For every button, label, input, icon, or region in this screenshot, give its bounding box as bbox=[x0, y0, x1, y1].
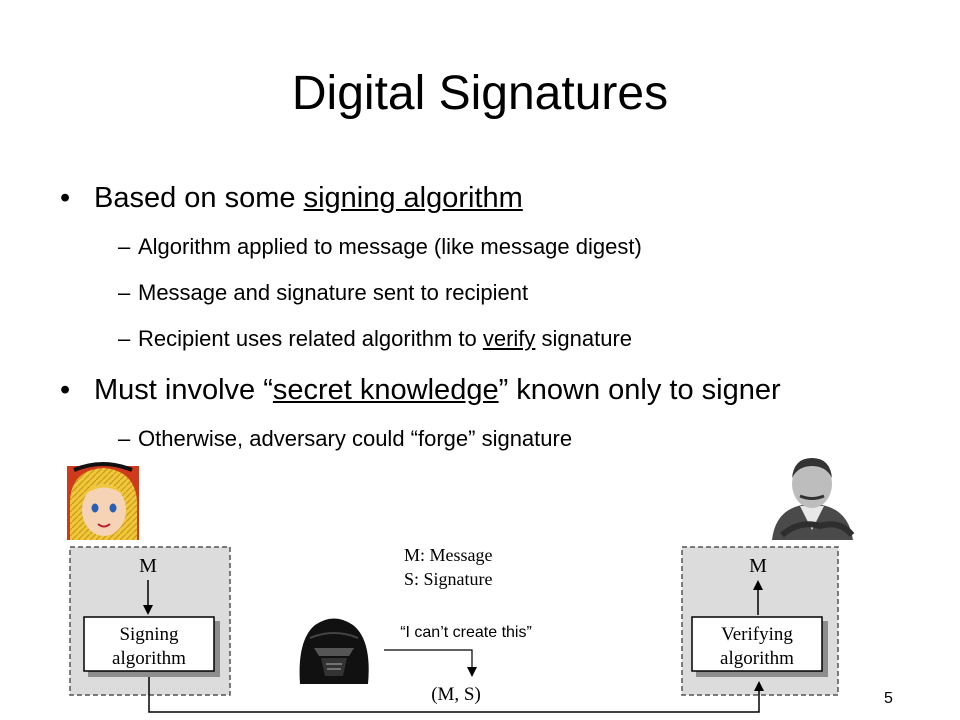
sub3-after: signature bbox=[535, 326, 633, 351]
subbullet-dash: – bbox=[118, 426, 131, 451]
legend-message: M: Message bbox=[404, 545, 493, 565]
bullet-dot: • bbox=[60, 182, 71, 214]
signing-line2: algorithm bbox=[112, 648, 186, 669]
quote-pointer-arrow bbox=[384, 649, 477, 677]
page-number: 5 bbox=[884, 690, 893, 707]
left-m-label: M bbox=[139, 555, 157, 577]
bullet-dot: • bbox=[60, 374, 71, 406]
legend-signature: S: Signature bbox=[404, 569, 493, 589]
subbullet-dash: – bbox=[118, 234, 131, 259]
alice-portrait bbox=[67, 462, 139, 540]
subbullet-dash: – bbox=[118, 280, 131, 305]
verifying-line2: algorithm bbox=[720, 648, 794, 669]
subbullet-dash: – bbox=[118, 326, 131, 351]
sub2-text: Message and signature sent to recipient bbox=[138, 280, 529, 305]
bullet2-after: ” known only to signer bbox=[498, 374, 781, 406]
signed-message-label: (M, S) bbox=[431, 684, 481, 705]
signing-line1: Signing bbox=[119, 624, 179, 645]
sub1-text: Algorithm applied to message (like messa… bbox=[138, 234, 642, 259]
bullet2-underlined: secret knowledge bbox=[272, 374, 499, 406]
adversary-portrait bbox=[299, 618, 369, 684]
adversary-quote: “I can’t create this” bbox=[400, 624, 532, 641]
bullet1-underlined: signing algorithm bbox=[303, 182, 523, 214]
bullet2-before: Must involve “ bbox=[94, 374, 273, 406]
sub3-before: Recipient uses related algorithm to bbox=[138, 326, 483, 351]
bullet1-text: Based on some bbox=[94, 182, 304, 214]
verifying-line1: Verifying bbox=[721, 624, 793, 645]
bob-portrait bbox=[772, 458, 855, 540]
slide-title: Digital Signatures bbox=[291, 67, 669, 120]
verifying-algorithm-box bbox=[691, 616, 823, 672]
right-m-label: M bbox=[749, 555, 767, 577]
arrow-signed-message-transfer bbox=[148, 677, 764, 713]
signing-algorithm-box bbox=[83, 616, 215, 672]
sub3-underlined: verify bbox=[482, 326, 536, 351]
sub4-text: Otherwise, adversary could “forge” signa… bbox=[138, 426, 573, 451]
